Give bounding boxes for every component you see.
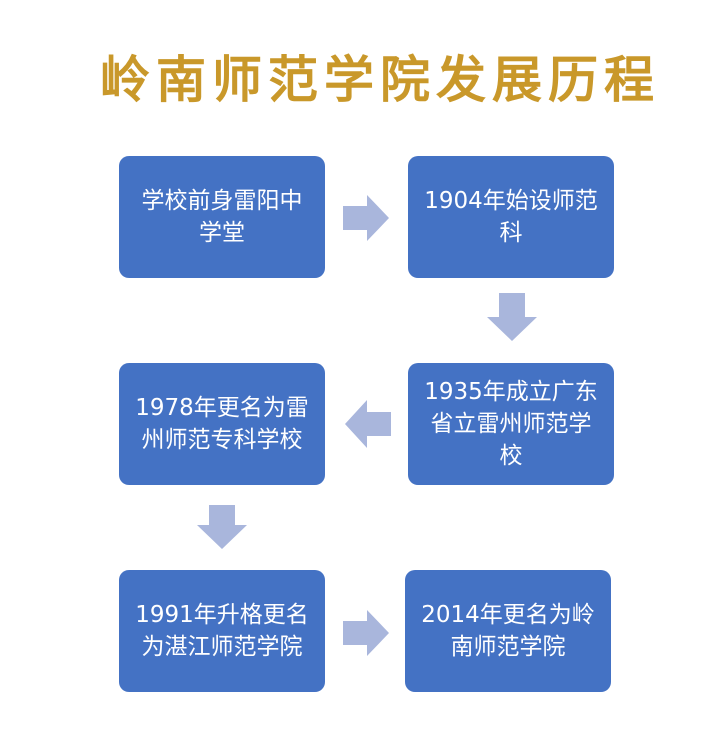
- step-box-5: 1991年升格更名为湛江师范学院: [119, 570, 325, 692]
- step-box-1: 学校前身雷阳中学堂: [119, 156, 325, 278]
- step-box-3: 1935年成立广东省立雷州师范学校: [408, 363, 614, 485]
- arrow-down-icon: [197, 505, 247, 549]
- page-title: 岭南师范学院发展历程: [100, 50, 660, 109]
- step-box-2: 1904年始设师范科: [408, 156, 614, 278]
- step-box-4: 1978年更名为雷州师范专科学校: [119, 363, 325, 485]
- step-box-6: 2014年更名为岭南师范学院: [405, 570, 611, 692]
- arrow-right-icon: [343, 610, 389, 656]
- arrow-left-icon: [345, 400, 391, 448]
- arrow-down-icon: [487, 293, 537, 341]
- arrow-right-icon: [343, 195, 389, 241]
